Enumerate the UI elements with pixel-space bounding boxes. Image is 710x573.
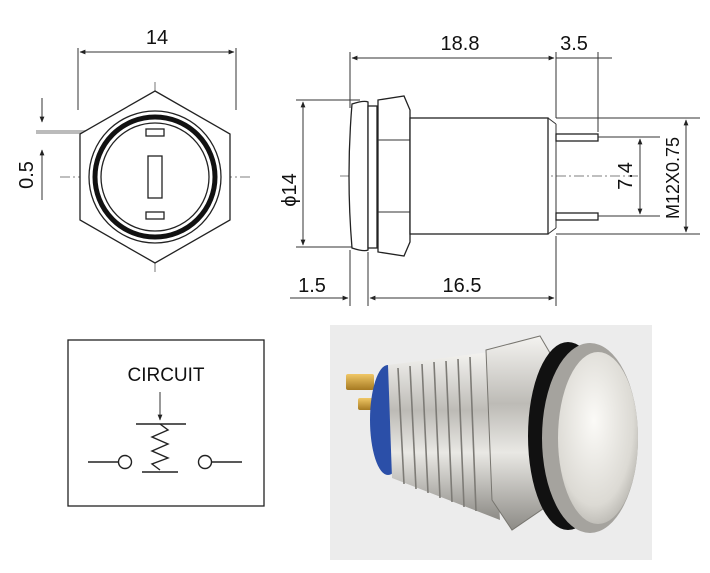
terminal-length-label: 3.5 (560, 33, 588, 55)
side-view: 18.8 3.5 ϕ14 7.4 M12X0.7 (279, 33, 700, 306)
threaded-body (409, 117, 549, 235)
terminal-slot-top (145, 128, 165, 137)
terminal-slot-bottom (145, 211, 165, 220)
body-chamfer-bottom (547, 227, 557, 235)
flange-thickness-label: 1.5 (298, 275, 326, 297)
terminal-spacing-label: 7.4 (615, 162, 637, 190)
right-contact-terminal (197, 454, 213, 470)
o-ring-front (92, 114, 218, 240)
photo-terminal-top (346, 374, 374, 390)
photo-thread-lines (397, 356, 477, 512)
circuit-frame (67, 339, 265, 507)
offset-dim-label: 0.5 (16, 161, 38, 189)
body-chamfer-top (547, 117, 557, 125)
thread-label: M12X0.75 (663, 137, 683, 219)
cap-flange (348, 100, 369, 252)
terminal-top (555, 133, 599, 142)
diameter-label: ϕ14 (279, 173, 301, 206)
photo-cap-face (558, 352, 638, 524)
body-length-label: 16.5 (443, 275, 482, 297)
width-dim-label: 14 (146, 27, 168, 49)
circuit-box: CIRCUIT (67, 339, 265, 507)
center-terminal-rect (147, 155, 163, 199)
o-ring-side (367, 105, 378, 249)
left-contact-terminal (117, 454, 133, 470)
terminal-bottom (555, 212, 599, 221)
total-length-label: 18.8 (441, 33, 480, 55)
circuit-title: CIRCUIT (127, 365, 204, 386)
product-photo (330, 325, 652, 560)
front-view: 14 0.5 (16, 27, 252, 272)
side-hex-nut (377, 95, 411, 257)
spring-symbol (150, 423, 170, 471)
